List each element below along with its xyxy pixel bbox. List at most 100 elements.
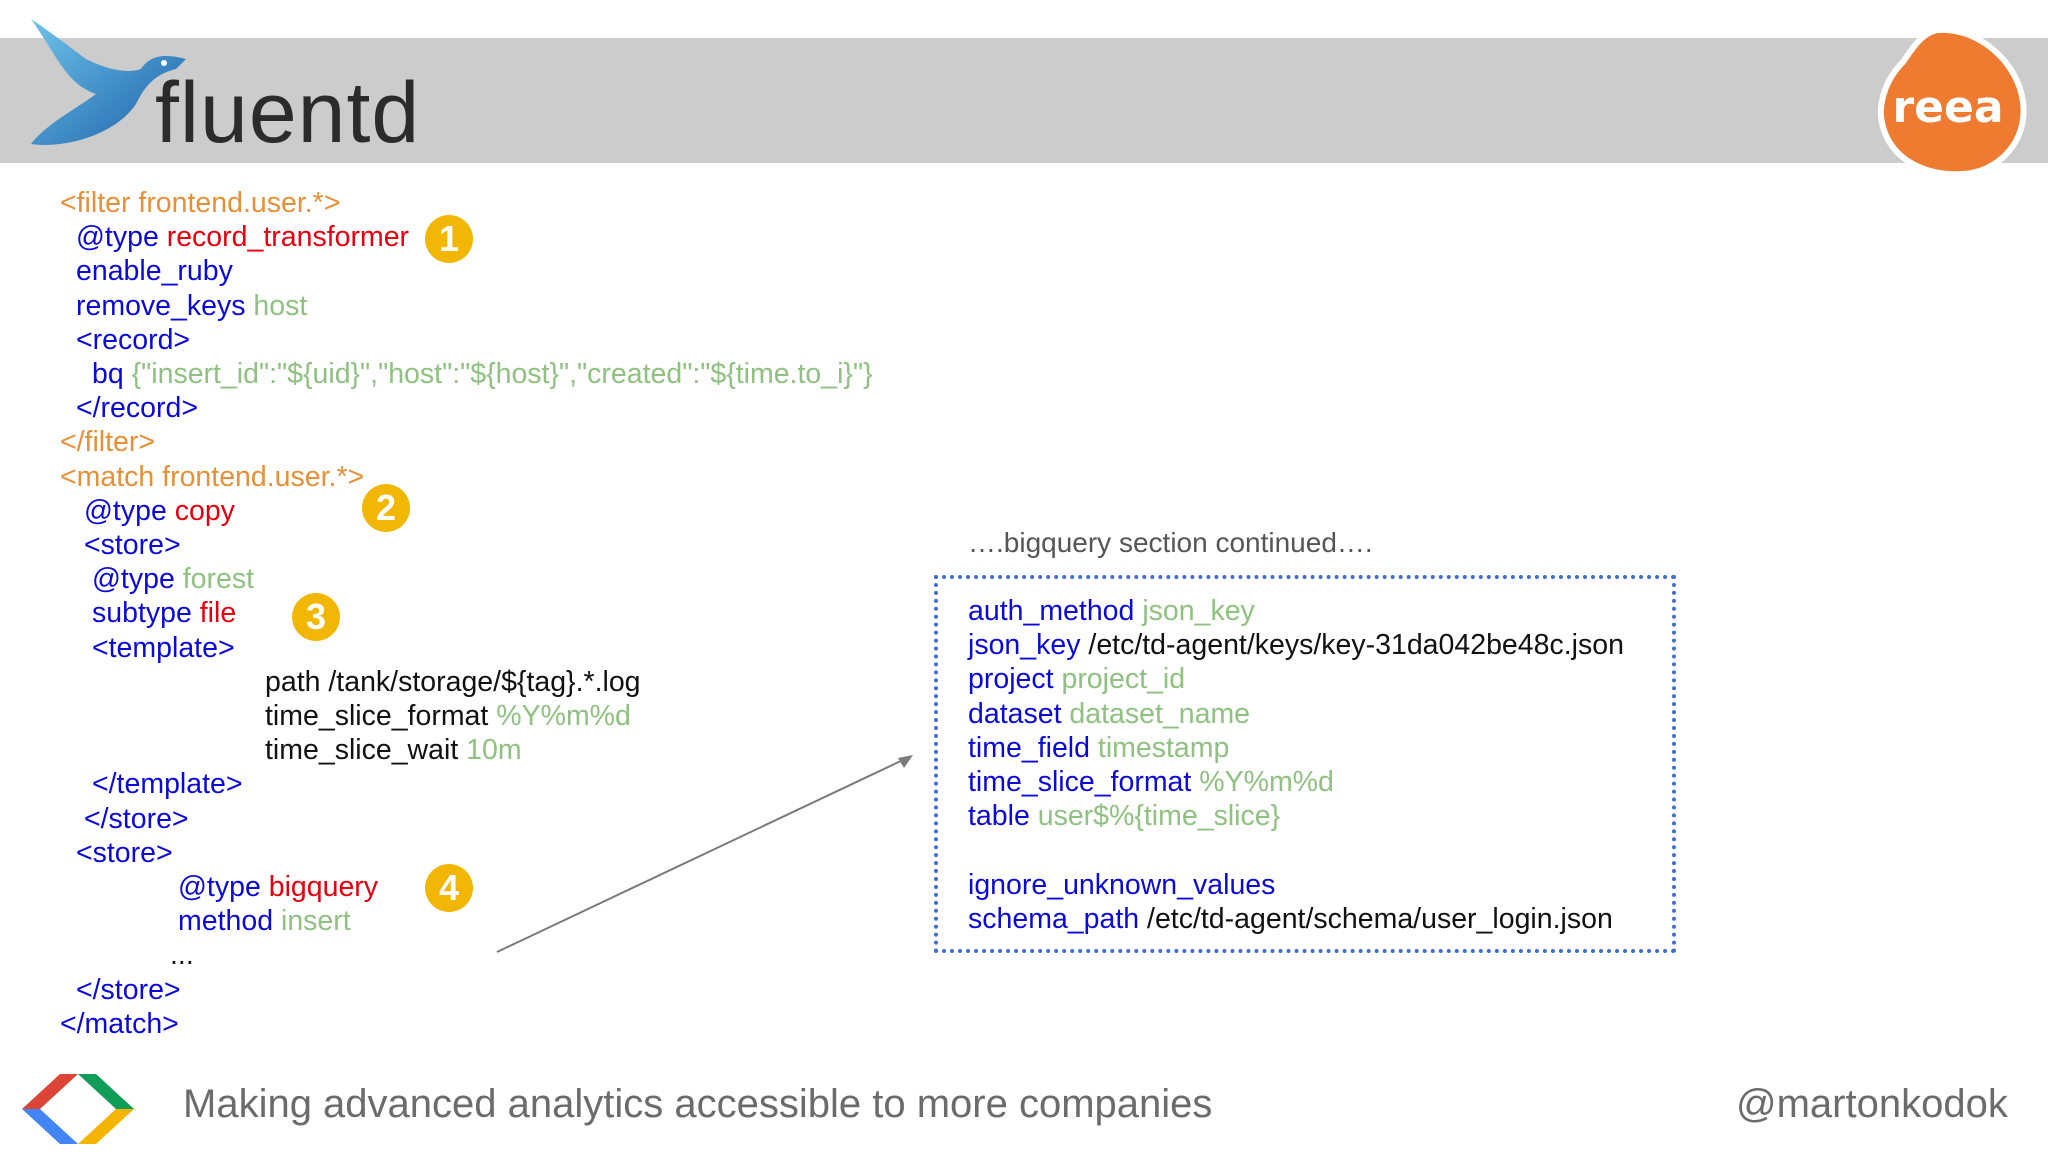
left-code-token: </template>	[92, 768, 243, 801]
right-code-token: user$%{time_slice}	[1037, 800, 1281, 833]
left-code-line: <record>	[76, 323, 190, 357]
left-code-token: <store>	[76, 836, 173, 869]
left-code-token: host	[253, 289, 308, 322]
left-code-token: <record>	[76, 323, 191, 356]
fluentd-wordmark: fluentd	[155, 65, 421, 161]
left-code-line: </filter>	[60, 425, 155, 459]
left-code-line: ...	[170, 938, 194, 972]
fluentd-bird-icon	[31, 19, 186, 145]
left-code-token: @type	[92, 563, 183, 596]
right-code-line: auth_method json_key	[968, 594, 1255, 628]
right-code-line: time_slice_format %Y%m%d	[968, 765, 1334, 799]
right-code-token: time_slice_format	[968, 766, 1200, 798]
left-code-token: copy	[174, 494, 235, 527]
right-code-token: timestamp	[1097, 731, 1230, 764]
right-code-line: table user$%{time_slice}	[968, 799, 1280, 833]
left-code-line: method insert	[178, 904, 351, 938]
left-code-token: <template>	[92, 631, 235, 664]
left-code-line: path /tank/storage/${tag}.*.log	[265, 665, 641, 699]
left-code-token: time_slice_format	[265, 700, 497, 732]
left-code-token: {"insert_id":"${uid}","host":"${host}","…	[131, 358, 873, 390]
left-code-token: </store>	[84, 802, 189, 835]
right-code-token: %Y%m%d	[1199, 766, 1334, 798]
step-badge-4: 4	[425, 864, 473, 912]
left-code-token: bq	[92, 358, 132, 390]
right-code-token: dataset	[968, 697, 1070, 730]
left-code-token: </store>	[76, 973, 181, 1006]
right-code-token: /etc/td-agent/schema/user_login.json	[1147, 902, 1613, 935]
left-code-token: <match frontend.user.*>	[60, 460, 365, 493]
right-code-line: dataset dataset_name	[968, 697, 1250, 731]
left-code-line: <filter frontend.user.*>	[60, 186, 340, 220]
right-code-token: table	[968, 800, 1038, 833]
step-badge-3: 3	[292, 593, 340, 641]
right-code-token: project	[968, 663, 1062, 696]
left-code-line: <store>	[76, 836, 173, 870]
right-code-token: ignore_unknown_values	[968, 868, 1276, 901]
left-code-token: <filter frontend.user.*>	[60, 187, 341, 219]
left-code-line: remove_keys host	[76, 289, 307, 323]
left-code-line: </record>	[76, 391, 198, 425]
left-code-line: @type forest	[92, 562, 254, 596]
right-code-line: json_key /etc/td-agent/keys/key-31da042b…	[968, 628, 1624, 662]
right-code-token: project_id	[1061, 663, 1186, 696]
left-code-line: bq {"insert_id":"${uid}","host":"${host}…	[92, 357, 873, 391]
right-code-token: json_key	[1142, 595, 1255, 627]
left-code-token: path /tank/storage/${tag}.*.log	[265, 665, 641, 698]
left-code-token: remove_keys	[76, 289, 254, 322]
right-code-token: schema_path	[968, 902, 1148, 935]
left-code-token: %Y%m%d	[496, 700, 631, 732]
left-code-token: record_transformer	[166, 221, 410, 254]
reea-logo-text: reea	[1892, 82, 2003, 133]
left-code-line: </store>	[76, 973, 181, 1007]
step-badge-2: 2	[362, 484, 410, 532]
left-code-token: bigquery	[268, 871, 379, 903]
right-code-line: ignore_unknown_values	[968, 868, 1275, 902]
left-code-line: time_slice_wait 10m	[265, 733, 522, 767]
footer-handle: @martonkodok	[1736, 1082, 2008, 1126]
google-developers-logo-icon	[22, 1074, 134, 1144]
left-code-token: forest	[182, 563, 254, 596]
left-code-line: </template>	[92, 767, 243, 801]
right-code-line: schema_path /etc/td-agent/schema/user_lo…	[968, 902, 1613, 936]
left-code-token: @type	[76, 221, 167, 254]
right-code-token: json_key	[968, 629, 1089, 662]
right-code-line: project project_id	[968, 662, 1185, 696]
header-bar	[0, 38, 2048, 163]
left-code-token: insert	[280, 905, 351, 938]
right-code-token: time_field	[968, 731, 1098, 764]
left-code-line: @type bigquery	[178, 870, 378, 904]
bigquery-config-box	[934, 575, 1676, 953]
left-code-token: </match>	[60, 1007, 179, 1040]
left-code-line: @type copy	[84, 494, 235, 528]
left-code-token: subtype	[92, 597, 200, 630]
right-code-token: dataset_name	[1069, 697, 1251, 730]
left-code-token: </filter>	[60, 426, 156, 459]
right-code-line: time_field timestamp	[968, 731, 1229, 765]
left-code-line: @type record_transformer	[76, 220, 409, 254]
left-code-token: enable_ruby	[76, 255, 233, 288]
left-code-line: <store>	[84, 528, 181, 562]
reea-logo-icon: reea	[1877, 26, 2027, 178]
left-code-token: <store>	[84, 529, 181, 561]
left-code-token: @type	[84, 494, 175, 527]
left-code-token: </record>	[76, 392, 198, 425]
left-code-line: <template>	[92, 631, 235, 665]
bigquery-caption: ….bigquery section continued….	[968, 527, 1373, 558]
left-code-token: ...	[170, 939, 194, 972]
left-code-line: time_slice_format %Y%m%d	[265, 699, 631, 733]
right-code-token: /etc/td-agent/keys/key-31da042be48c.json	[1088, 629, 1624, 662]
left-code-line: <match frontend.user.*>	[60, 460, 364, 494]
left-code-token: @type	[178, 871, 269, 903]
left-code-token: 10m	[466, 734, 522, 767]
left-code-line: enable_ruby	[76, 254, 233, 288]
left-code-line: </match>	[60, 1007, 179, 1041]
footer-tagline: Making advanced analytics accessible to …	[183, 1082, 1213, 1126]
left-code-line: subtype file	[92, 596, 236, 630]
right-code-token: auth_method	[968, 595, 1143, 627]
left-code-token: file	[199, 597, 237, 630]
step-badge-1: 1	[425, 215, 473, 263]
left-code-token: method	[178, 905, 281, 938]
left-code-token: time_slice_wait	[265, 734, 467, 767]
